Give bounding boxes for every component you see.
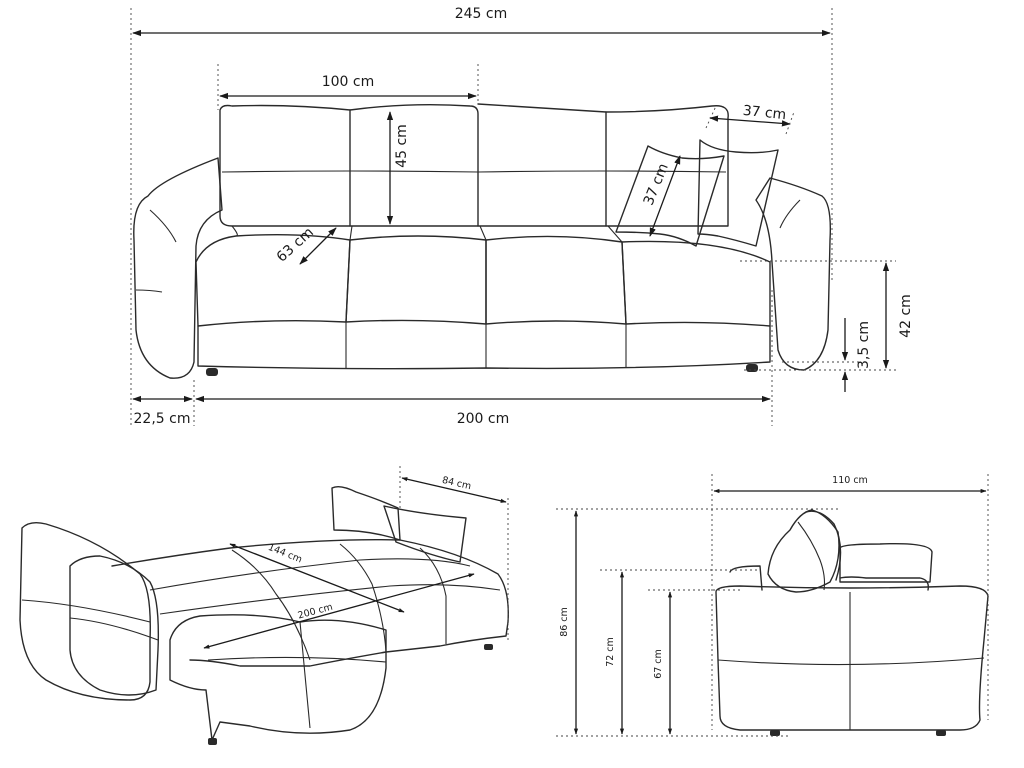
armrest-left-pleat	[149, 209, 177, 243]
foot-right	[746, 364, 758, 372]
back-cushion-right	[477, 103, 607, 227]
dim-bed-depth	[401, 477, 507, 503]
label-side-seat-height: 67 cm	[653, 649, 664, 679]
armrest-left	[133, 157, 223, 379]
bed-pullout	[169, 614, 387, 741]
side-seat-top	[729, 565, 930, 591]
armrest-right	[755, 177, 832, 371]
back-cushion-right-outer	[605, 105, 729, 227]
front-view: 245 cm 100 cm 45 cm 37 cm 37 cm 63 cm 42…	[130, 6, 914, 427]
seat-cushion-3	[485, 235, 627, 325]
seat-cushion-4	[621, 240, 771, 327]
bed-view: 84 cm 144 cm 200 cm	[19, 466, 509, 745]
dim-pillow-diagonal	[649, 155, 681, 237]
seat-cushion-2	[345, 235, 487, 325]
label-backrest-width: 100 cm	[322, 74, 375, 90]
side-view: 110 cm 86 cm 72 cm 67 cm	[556, 474, 989, 737]
back-cushion-left-inner	[349, 103, 479, 227]
label-seat-height: 42 cm	[898, 294, 914, 338]
label-backrest-height: 45 cm	[394, 124, 410, 168]
label-seat-depth: 63 cm	[274, 224, 317, 265]
armrest-left-seam	[135, 289, 163, 293]
pillow-right	[697, 139, 779, 247]
side-body	[715, 585, 989, 731]
dim-bed-width	[229, 543, 405, 613]
seat-cushion-1	[195, 233, 351, 327]
foot-left	[206, 368, 218, 376]
seat-back-edge	[231, 225, 623, 243]
label-bed-length: 200 cm	[297, 602, 334, 622]
label-total-height: 86 cm	[559, 607, 570, 637]
bed-pillow	[383, 505, 467, 563]
label-bed-width: 144 cm	[266, 542, 303, 566]
bed-backrest-fold	[19, 521, 151, 701]
label-armrest-height: 72 cm	[605, 637, 616, 667]
dim-bed-length	[203, 573, 475, 649]
back-seam-horizontal	[221, 170, 727, 173]
label-side-depth: 110 cm	[832, 475, 868, 486]
pillow-left	[615, 145, 725, 247]
side-pillow	[767, 509, 840, 593]
dim-seat-depth	[299, 227, 337, 265]
bed-mattress	[111, 538, 509, 667]
bed-armrest-right	[331, 485, 401, 541]
label-bed-depth: 84 cm	[441, 475, 472, 492]
bed-front-pad	[69, 555, 159, 696]
label-seat-width: 200 cm	[457, 411, 510, 427]
label-pillow-width: 37 cm	[742, 103, 787, 123]
side-back-cushion	[839, 542, 933, 583]
label-pillow-diagonal: 37 cm	[641, 161, 672, 207]
seat-base	[197, 325, 771, 370]
label-leg-height: 3,5 cm	[856, 321, 872, 369]
side-pillow-back	[805, 510, 842, 581]
armrest-right-pleat	[779, 199, 801, 229]
dim-pillow-width	[709, 115, 791, 127]
label-armrest-width: 22,5 cm	[134, 411, 191, 427]
back-cushion-left	[219, 104, 351, 227]
label-total-width: 245 cm	[455, 6, 508, 22]
